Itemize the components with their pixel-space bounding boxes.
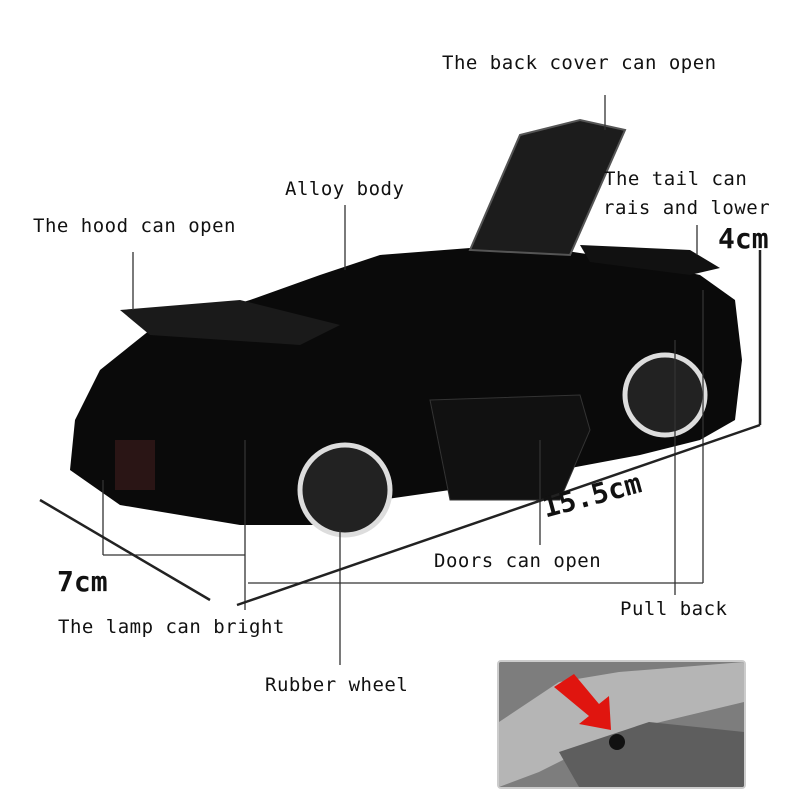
underside-illustration — [499, 662, 744, 787]
front-wheel — [297, 442, 393, 538]
label-height: 4cm — [718, 222, 769, 255]
label-lamp: The lamp can bright — [58, 616, 285, 638]
door-open — [429, 394, 591, 501]
label-hood: The hood can open — [33, 215, 236, 237]
annotation-lines — [102, 95, 704, 665]
rear-wheel — [622, 352, 708, 438]
label-alloy-body: Alloy body — [285, 178, 405, 200]
label-tail-2: rais and lower — [603, 197, 771, 219]
hood-open — [120, 300, 340, 345]
label-tail-1: The tail can — [604, 168, 748, 190]
label-pull-back: Pull back — [620, 598, 728, 620]
dimension-lines — [39, 250, 762, 607]
label-back-cover: The back cover can open — [442, 52, 717, 74]
label-width: 7cm — [57, 565, 108, 598]
red-arrow-icon — [554, 674, 611, 730]
label-doors: Doors can open — [434, 550, 602, 572]
grille — [115, 440, 155, 490]
label-wheel: Rubber wheel — [265, 674, 409, 696]
spoiler — [580, 245, 720, 275]
pull-back-detail-photo — [497, 660, 746, 789]
back-cover-open — [468, 118, 627, 257]
